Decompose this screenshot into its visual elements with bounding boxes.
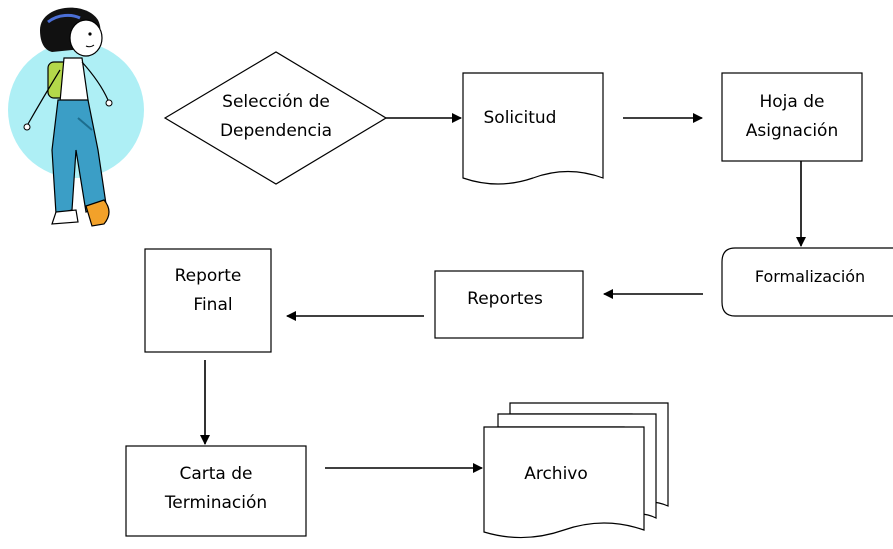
node-reportes [434, 270, 584, 339]
label-hoja-asignacion: Hoja de Asignación [722, 88, 862, 146]
label-reportes: Reportes [467, 289, 543, 309]
label-archivo: Archivo [524, 464, 588, 484]
label-reporte-final: Reporte Final [145, 262, 271, 320]
student-girl-icon [8, 7, 144, 227]
label-seleccion-line2: Dependencia [219, 121, 333, 141]
label-reporte-final-line1: Reporte [174, 266, 242, 286]
label-seleccion-line1: Selección de [222, 92, 330, 112]
node-reporte-final [144, 248, 272, 353]
label-solicitud: Solicitud [483, 108, 557, 128]
label-seleccion-dependencia: Selección de Dependencia [206, 88, 346, 146]
label-formalizacion: Formalización [754, 267, 866, 286]
node-archivo [483, 402, 669, 539]
label-carta-line2: Terminación [164, 493, 268, 513]
node-carta-terminacion [125, 445, 307, 537]
label-hoja-line1: Hoja de [759, 92, 825, 112]
node-hoja-asignacion [721, 72, 863, 162]
label-carta-terminacion: Carta de Terminación [126, 460, 306, 518]
label-hoja-line2: Asignación [745, 121, 839, 141]
label-reporte-final-line2: Final [193, 295, 233, 315]
label-carta-line1: Carta de [179, 464, 253, 484]
node-solicitud [462, 72, 604, 185]
node-formalizacion [721, 247, 893, 317]
connectors [200, 113, 806, 473]
